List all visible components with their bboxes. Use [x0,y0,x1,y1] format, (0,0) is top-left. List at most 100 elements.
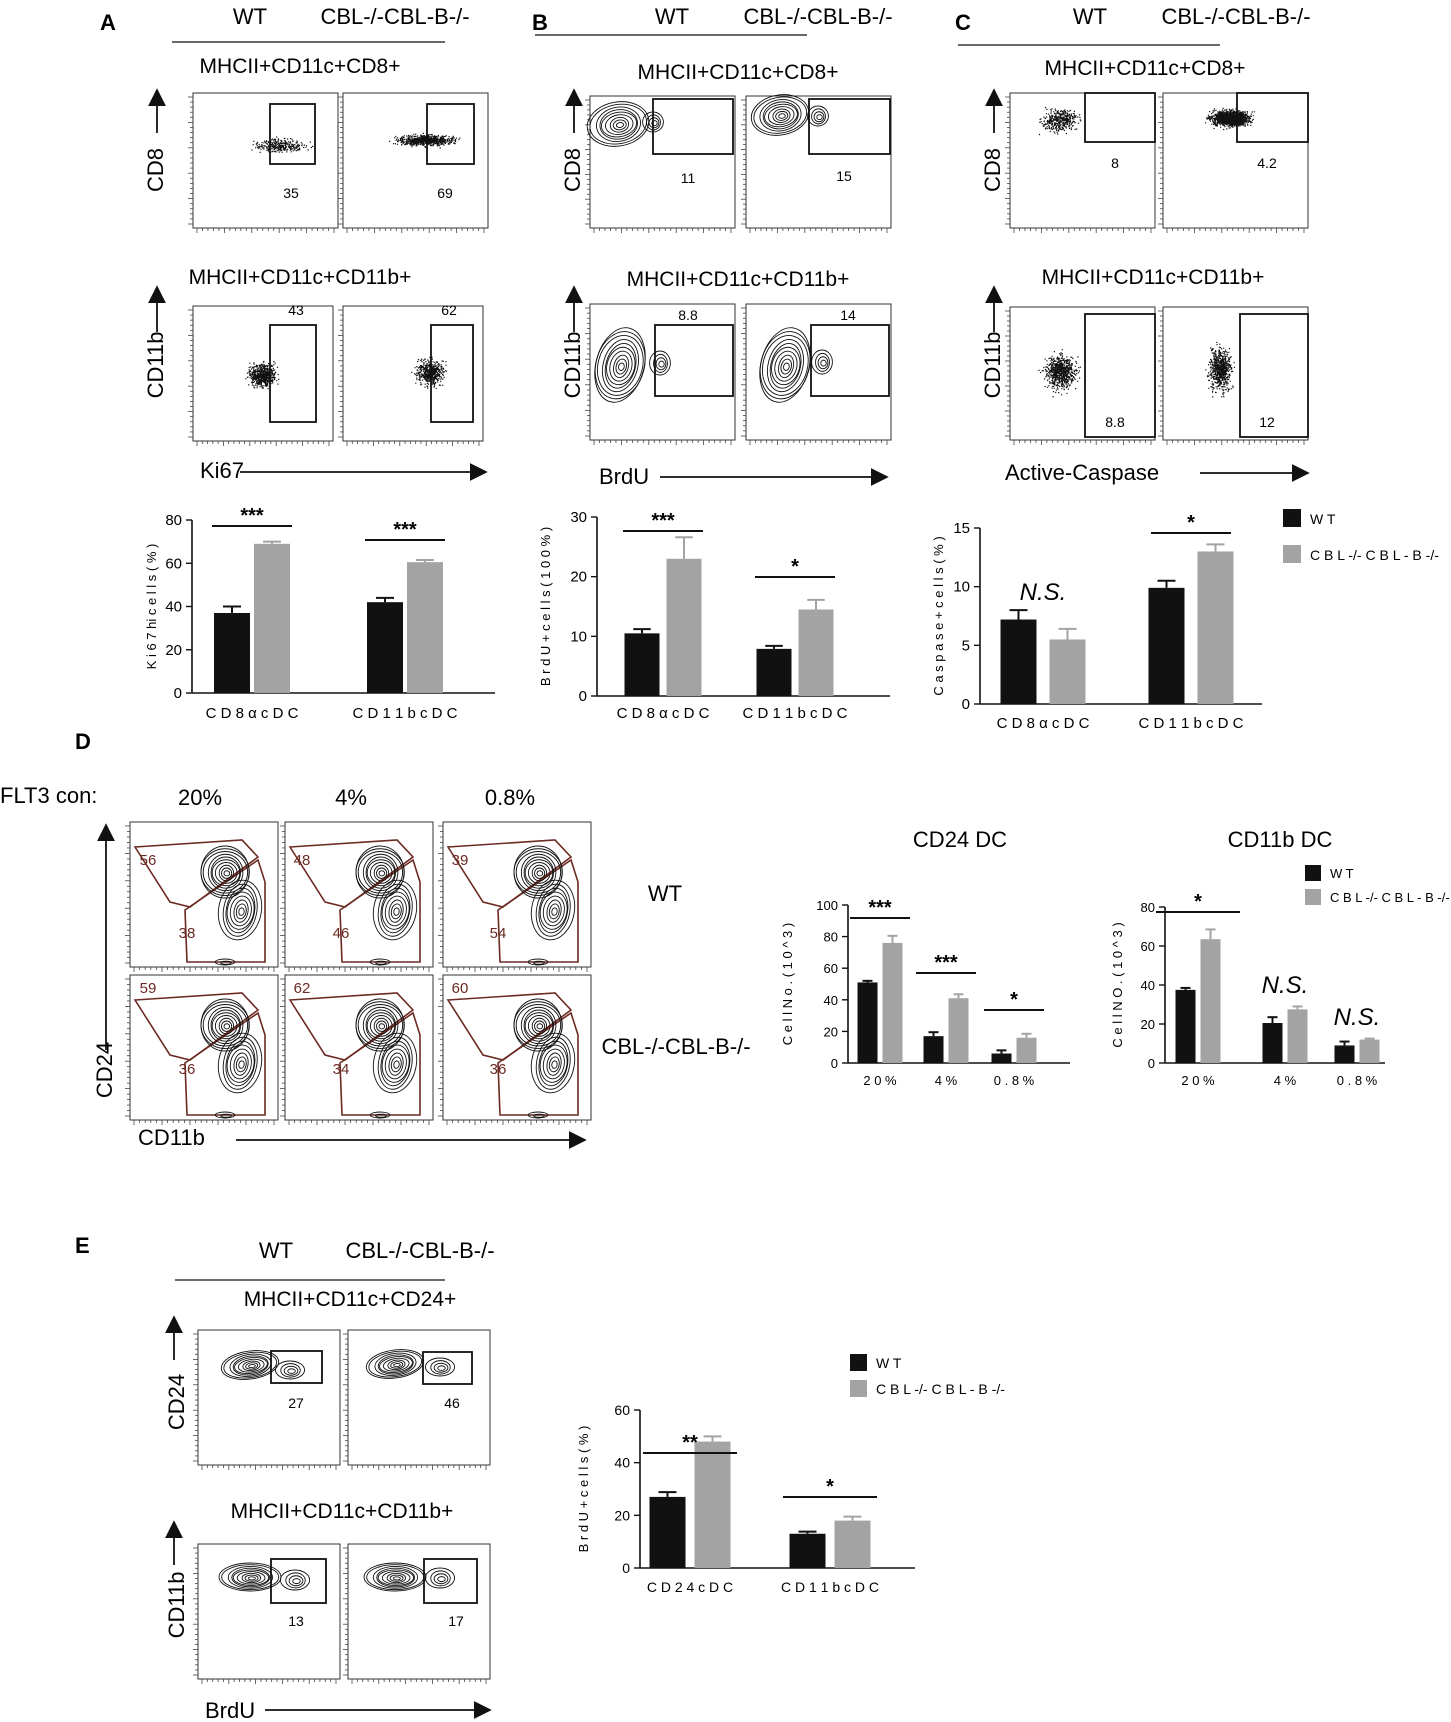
contour-ring [214,1015,238,1037]
panel-d-flow-wt-20-frame [129,821,279,968]
chart-b-sig-mark: * [791,556,799,578]
panel-d-flow-ko-4-upper-gate [288,992,415,1061]
panel-b-contour-wt-bottom-2 [649,350,671,376]
contour-ring [586,101,650,147]
chart-d-cd11b-y-tick-label: 80 [1141,900,1155,915]
panel-d-ko-lower-4: 34 [333,1061,350,1078]
panel-e-flow-wt-top [193,1329,341,1470]
panel-a-flow-wt-top [188,92,339,233]
contour-ring [381,891,410,930]
legend-d-ko-swatch [1305,889,1321,905]
chart-e-category-label: C D 2 4 c D C [647,1579,733,1595]
chart-d-cd24-y-tick-label: 80 [824,930,838,945]
contour-ring [220,1350,280,1380]
contour-ring [233,1052,249,1076]
panel-c-flow-ko-bottom [1158,306,1309,445]
contour-ring [225,887,256,934]
contour-ring [283,1365,299,1376]
chart-e-y-tick-label: 40 [614,1455,630,1471]
panel-d-flow-ko-4-ticks [280,978,430,1125]
chart-b-category-label: C D 1 1 b c D C [742,705,847,722]
contour-ring [378,870,386,877]
contour-ring [430,1570,451,1587]
contour-ring [373,1017,390,1035]
chart-e-y-tick-label: 20 [614,1507,630,1523]
contour-ring [235,1056,247,1073]
chart-d-cd11b-category-label: 4 % [1274,1073,1297,1088]
panel-a-ylabel-top: CD8 [143,148,168,192]
contour-ring [759,327,811,403]
legend-d-wt-swatch [1305,865,1321,881]
contour-ring [424,1567,456,1589]
contour-ring [365,856,396,889]
panel-d-chart-title-cd24: CD24 DC [913,827,1007,852]
contour-ring [365,1009,396,1042]
panel-c-events-ko-bottom [1205,341,1236,398]
contour-ring [388,899,404,923]
chart-d-cd24-y-tick-label: 40 [824,993,838,1008]
contour-ring [424,1357,456,1377]
panel-b-gate-box-wt-top [652,98,734,155]
chart-d-cd24-category-label: 4 % [935,1073,958,1088]
panel-d-flow-wt-08-contour-lower [530,879,576,941]
contour-ring [524,859,554,887]
contour-ring [392,1576,401,1581]
panel-e-letter: E [75,1233,90,1258]
contour-ring [369,958,391,966]
contour-ring [651,120,658,127]
chart-e-y-tick-label: 60 [614,1402,630,1418]
panel-b-title-top: MHCII+CD11c+CD8+ [638,61,839,84]
chart-c-sig-mark: N.S. [1020,579,1067,606]
panel-a-header-ko: CBL-/-CBL-B-/- [320,4,469,29]
panel-c-events-ko-top [1205,107,1255,131]
panel-d-wt-lower-20: 38 [179,925,196,942]
panel-e-contour-wt-top [220,1350,280,1380]
panel-a-events-ko-bottom [411,356,448,389]
chart-d-cd24-bar-ko [1016,1037,1037,1063]
panel-c-letter: C [955,10,971,35]
contour-ring [378,1023,386,1030]
chart-e-bar-ko [694,1441,731,1568]
contour-ring [769,342,802,389]
panel-a-letter: A [100,10,116,35]
panel-d-ylabel: CD24 [92,1042,117,1098]
panel-e-xlabel: BrdU [205,1698,255,1722]
contour-ring [226,891,255,930]
panel-d-flow-ko-4-frame [284,974,434,1121]
contour-ring [820,359,827,367]
panel-d-flt3-label: FLT3 con: [0,783,97,808]
panel-c-gate-box-ko-top [1236,92,1309,143]
contour-ring [601,339,639,393]
panel-e-gate-box-wt-top [270,1350,323,1384]
panel-d-flow-wt-20-contour-lower [217,879,263,941]
chart-c-bar-wt [1148,587,1185,704]
panel-b-gate-box-ko-bottom [810,324,890,397]
contour-ring [202,851,249,894]
panel-d-flow-wt-4 [280,821,434,972]
panel-e-flow-ko-bottom-ticks [343,1547,487,1684]
panel-e-gate-box-wt-bottom [270,1558,327,1604]
chart-e-category-label: C D 1 1 b c D C [781,1579,879,1595]
chart-a-sig-mark: *** [393,519,417,541]
panel-d-flow-wt-4-contour-lower [372,879,418,941]
chart-c-bar-wt [1000,619,1037,704]
panel-b-gate-ko-top: 15 [836,168,852,184]
contour-ring [376,1020,388,1032]
panel-d-flow-ko-4-lower-gate [339,1011,421,1116]
contour-ring [232,1569,270,1586]
panel-c-header-wt: WT [1073,4,1107,29]
panel-d-wt-lower-4: 46 [333,925,350,942]
contour-ring [750,94,810,136]
panel-a-flow-ko-bottom-ticks [338,309,480,446]
panel-e-flow-ko-bottom-frame [347,1543,491,1680]
panel-a-events-wt-bottom-dots [245,360,280,390]
panel-c-header-ko: CBL-/-CBL-B-/- [1161,4,1310,29]
chart-d-cd24-y-tick-label: 60 [824,961,838,976]
panel-c-events-wt-bottom [1038,349,1082,398]
panel-a-gate-box-wt-bottom [269,324,317,423]
contour-ring [778,354,795,378]
contour-ring [238,1060,245,1069]
contour-ring [605,114,634,136]
